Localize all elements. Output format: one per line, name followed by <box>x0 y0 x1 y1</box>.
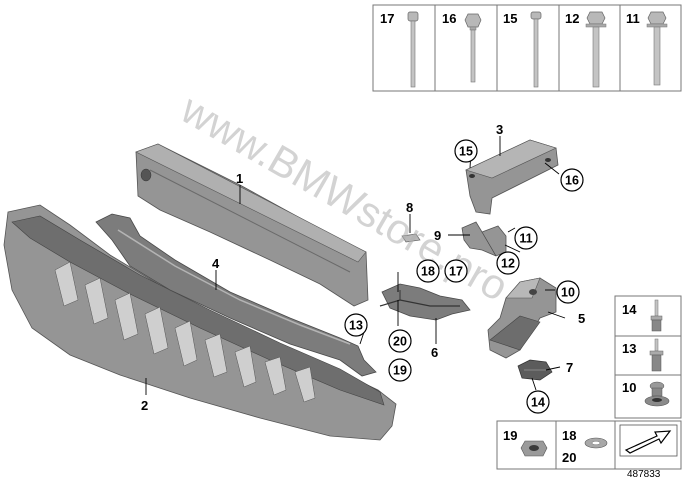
svg-text:15: 15 <box>459 145 473 159</box>
label-1: 1 <box>236 171 243 186</box>
svg-text:14: 14 <box>531 396 545 410</box>
label-4: 4 <box>212 256 220 271</box>
top-panel-label-11: 11 <box>626 11 640 26</box>
nut-10-icon <box>644 381 670 407</box>
svg-text:18: 18 <box>421 265 435 279</box>
part-3-bracket <box>465 139 559 215</box>
right-panel-label-10: 10 <box>622 380 636 395</box>
part-4-support-strip <box>95 213 377 377</box>
svg-text:19: 19 <box>393 364 407 378</box>
svg-text:11: 11 <box>519 232 532 246</box>
callout-18: 18 <box>416 259 440 283</box>
washer-18-icon <box>584 437 608 449</box>
right-panel-label-14: 14 <box>622 302 637 317</box>
bolt-16-icon <box>464 13 482 83</box>
arrow-symbol-icon <box>619 424 678 457</box>
label-8: 8 <box>406 200 413 215</box>
part-2-energy-absorber <box>3 204 397 441</box>
svg-text:16: 16 <box>565 174 579 188</box>
svg-text:20: 20 <box>393 335 407 349</box>
label-2: 2 <box>141 398 148 413</box>
part-1-bumper-carrier <box>135 143 369 307</box>
part-7-cap <box>517 359 553 381</box>
top-panel-label-16: 16 <box>442 11 456 26</box>
label-9: 9 <box>434 228 441 243</box>
screw-13-icon <box>649 338 664 372</box>
callout-16: 16 <box>560 168 584 192</box>
part-number-labels: 1 2 3 4 5 6 7 8 9 <box>141 122 585 413</box>
top-fastener-panel: 17 16 15 12 11 <box>372 4 682 92</box>
svg-text:10: 10 <box>561 286 575 300</box>
label-5: 5 <box>578 311 585 326</box>
top-panel-frame <box>372 4 682 92</box>
bolt-11-icon <box>646 11 668 86</box>
label-3: 3 <box>496 122 503 137</box>
part-6-mounting-plate <box>379 283 471 321</box>
svg-text:12: 12 <box>501 257 515 271</box>
bottom-fastener-panel: 19 18 20 487833 <box>496 420 682 480</box>
callout-12: 12 <box>496 251 520 275</box>
callout-11: 11 <box>514 226 538 250</box>
callout-10: 10 <box>556 280 580 304</box>
part-5-crash-box <box>487 277 557 359</box>
callout-14: 14 <box>526 390 550 414</box>
callout-20: 20 <box>388 329 412 353</box>
bottom-panel-label-19: 19 <box>503 428 517 443</box>
callout-15: 15 <box>454 139 478 163</box>
callout-19: 19 <box>388 358 412 382</box>
circled-callouts: 15 16 11 12 18 17 10 13 <box>344 139 584 414</box>
top-panel-label-15: 15 <box>503 11 517 26</box>
bolt-15-icon <box>530 11 542 88</box>
svg-text:13: 13 <box>349 319 363 333</box>
part-8-clip <box>401 233 421 243</box>
top-panel-label-17: 17 <box>380 11 394 26</box>
bottom-panel-label-18: 18 <box>562 428 576 443</box>
right-fastener-panel: 14 13 10 <box>614 295 682 419</box>
label-6: 6 <box>431 345 438 360</box>
bolt-17-icon <box>407 11 419 88</box>
hex-nut-19-icon <box>520 440 548 457</box>
callout-17: 17 <box>444 259 468 283</box>
right-panel-label-13: 13 <box>622 341 636 356</box>
screw-14-icon <box>650 299 663 332</box>
label-7: 7 <box>566 360 573 375</box>
top-panel-label-12: 12 <box>565 11 579 26</box>
svg-text:17: 17 <box>449 265 463 279</box>
callout-13: 13 <box>344 313 368 337</box>
bottom-panel-label-20: 20 <box>562 450 576 465</box>
image-number: 487833 <box>627 469 661 480</box>
bolt-12-icon <box>585 11 607 88</box>
